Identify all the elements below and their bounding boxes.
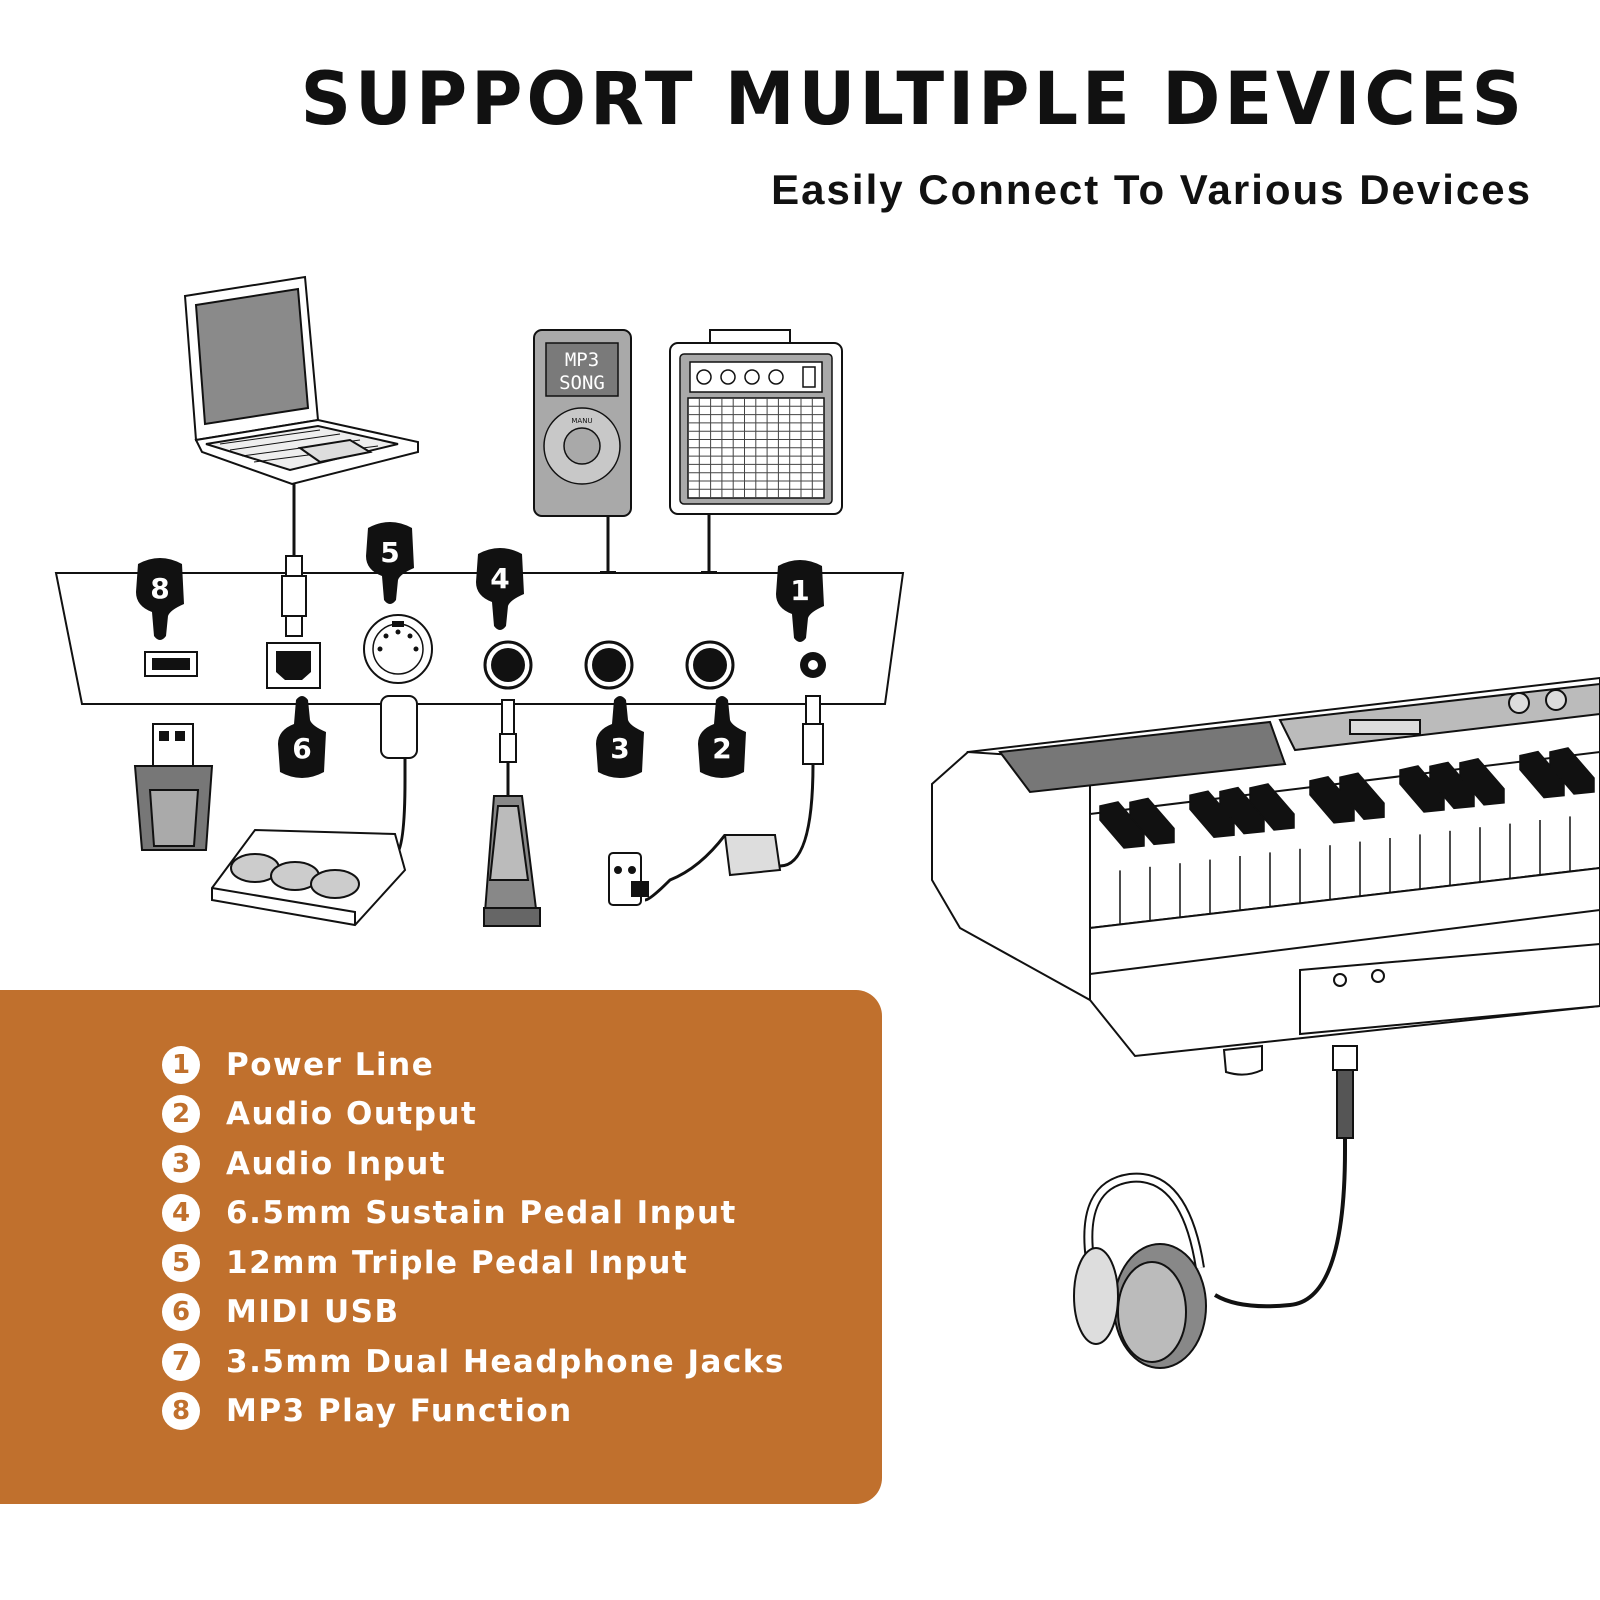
legend-item: 4 6.5mm Sustain Pedal Input bbox=[162, 1189, 785, 1239]
black-key bbox=[1129, 797, 1175, 846]
black-key bbox=[1219, 786, 1265, 835]
pointer-badge-6: 6 bbox=[278, 696, 326, 778]
pointer-badge-number: 6 bbox=[292, 732, 311, 765]
mp3-wheel-label: MANU bbox=[571, 417, 592, 425]
legend-item: 3 Audio Input bbox=[162, 1139, 785, 1189]
legend-label: MP3 Play Function bbox=[226, 1393, 573, 1430]
black-key bbox=[1309, 775, 1355, 824]
page-subtitle: Easily Connect To Various Devices bbox=[771, 166, 1532, 213]
legend-label: 3.5mm Dual Headphone Jacks bbox=[226, 1343, 785, 1380]
black-key bbox=[1399, 765, 1445, 813]
legend-number: 8 bbox=[162, 1392, 200, 1431]
pointer-badge-5: 5 bbox=[366, 522, 414, 604]
power-adapter-illustration bbox=[608, 695, 824, 906]
legend-number: 5 bbox=[162, 1243, 200, 1282]
mp3-screen-line2: SONG bbox=[559, 372, 605, 394]
usb-flash-drive bbox=[133, 723, 214, 851]
pointer-badge-3: 3 bbox=[596, 696, 644, 778]
legend-label: Audio Output bbox=[226, 1096, 478, 1133]
pointer-badge-4: 4 bbox=[476, 548, 524, 630]
black-key bbox=[1519, 750, 1565, 799]
pointer-badge-number: 5 bbox=[380, 536, 399, 569]
black-key bbox=[1189, 790, 1235, 838]
legend-label: 6.5mm Sustain Pedal Input bbox=[226, 1195, 737, 1232]
legend-number: 4 bbox=[162, 1194, 200, 1233]
legend-label: MIDI USB bbox=[226, 1294, 400, 1331]
usb-b-cable bbox=[281, 555, 307, 637]
legend-item: 1 Power Line bbox=[162, 1040, 785, 1090]
black-key bbox=[1549, 747, 1595, 795]
pointer-badge-number: 8 bbox=[150, 572, 169, 605]
pointer-badge-number: 4 bbox=[490, 562, 509, 595]
pointer-badge-8: 8 bbox=[136, 558, 184, 640]
legend-label: Power Line bbox=[226, 1046, 435, 1083]
legend-number: 2 bbox=[162, 1095, 200, 1134]
legend-label: 12mm Triple Pedal Input bbox=[226, 1244, 689, 1281]
legend-item: 5 12mm Triple Pedal Input bbox=[162, 1238, 785, 1288]
legend-number: 3 bbox=[162, 1144, 200, 1183]
legend-item: 7 3.5mm Dual Headphone Jacks bbox=[162, 1337, 785, 1387]
mp3-screen-line1: MP3 bbox=[565, 349, 599, 371]
legend-item: 6 MIDI USB bbox=[162, 1288, 785, 1338]
triple-pedal-illustration bbox=[211, 695, 418, 927]
laptop-illustration bbox=[183, 275, 419, 560]
legend-list: 1 Power Line 2 Audio Output 3 Audio Input 4… bbox=[162, 1040, 785, 1436]
pointer-badge-number: 2 bbox=[712, 732, 731, 765]
mp3-player-illustration: MP3 SONG MANU bbox=[533, 329, 632, 627]
sustain-pedal-illustration bbox=[482, 699, 541, 927]
legend-item: 8 MP3 Play Function bbox=[162, 1387, 785, 1437]
page-title: SUPPORT MULTIPLE DEVICES bbox=[300, 55, 1526, 143]
black-key bbox=[1339, 772, 1385, 820]
rear-panel bbox=[54, 572, 905, 705]
legend-number: 1 bbox=[162, 1045, 200, 1084]
black-key bbox=[1249, 783, 1295, 831]
legend-number: 6 bbox=[162, 1293, 200, 1332]
pointer-badge-number: 3 bbox=[610, 732, 629, 765]
black-key bbox=[1099, 801, 1145, 849]
pointer-badge-1: 1 bbox=[776, 560, 824, 642]
digital-piano-illustration bbox=[931, 676, 1600, 1076]
headphones-illustration bbox=[1073, 1045, 1358, 1369]
legend-number: 7 bbox=[162, 1342, 200, 1381]
pointer-badge-2: 2 bbox=[698, 696, 746, 778]
legend-item: 2 Audio Output bbox=[162, 1090, 785, 1140]
legend-panel: 1 Power Line 2 Audio Output 3 Audio Input 4… bbox=[0, 990, 882, 1504]
pointer-badge-number: 1 bbox=[790, 574, 809, 607]
legend-label: Audio Input bbox=[226, 1145, 447, 1182]
black-key bbox=[1459, 757, 1505, 806]
black-key bbox=[1429, 761, 1475, 810]
